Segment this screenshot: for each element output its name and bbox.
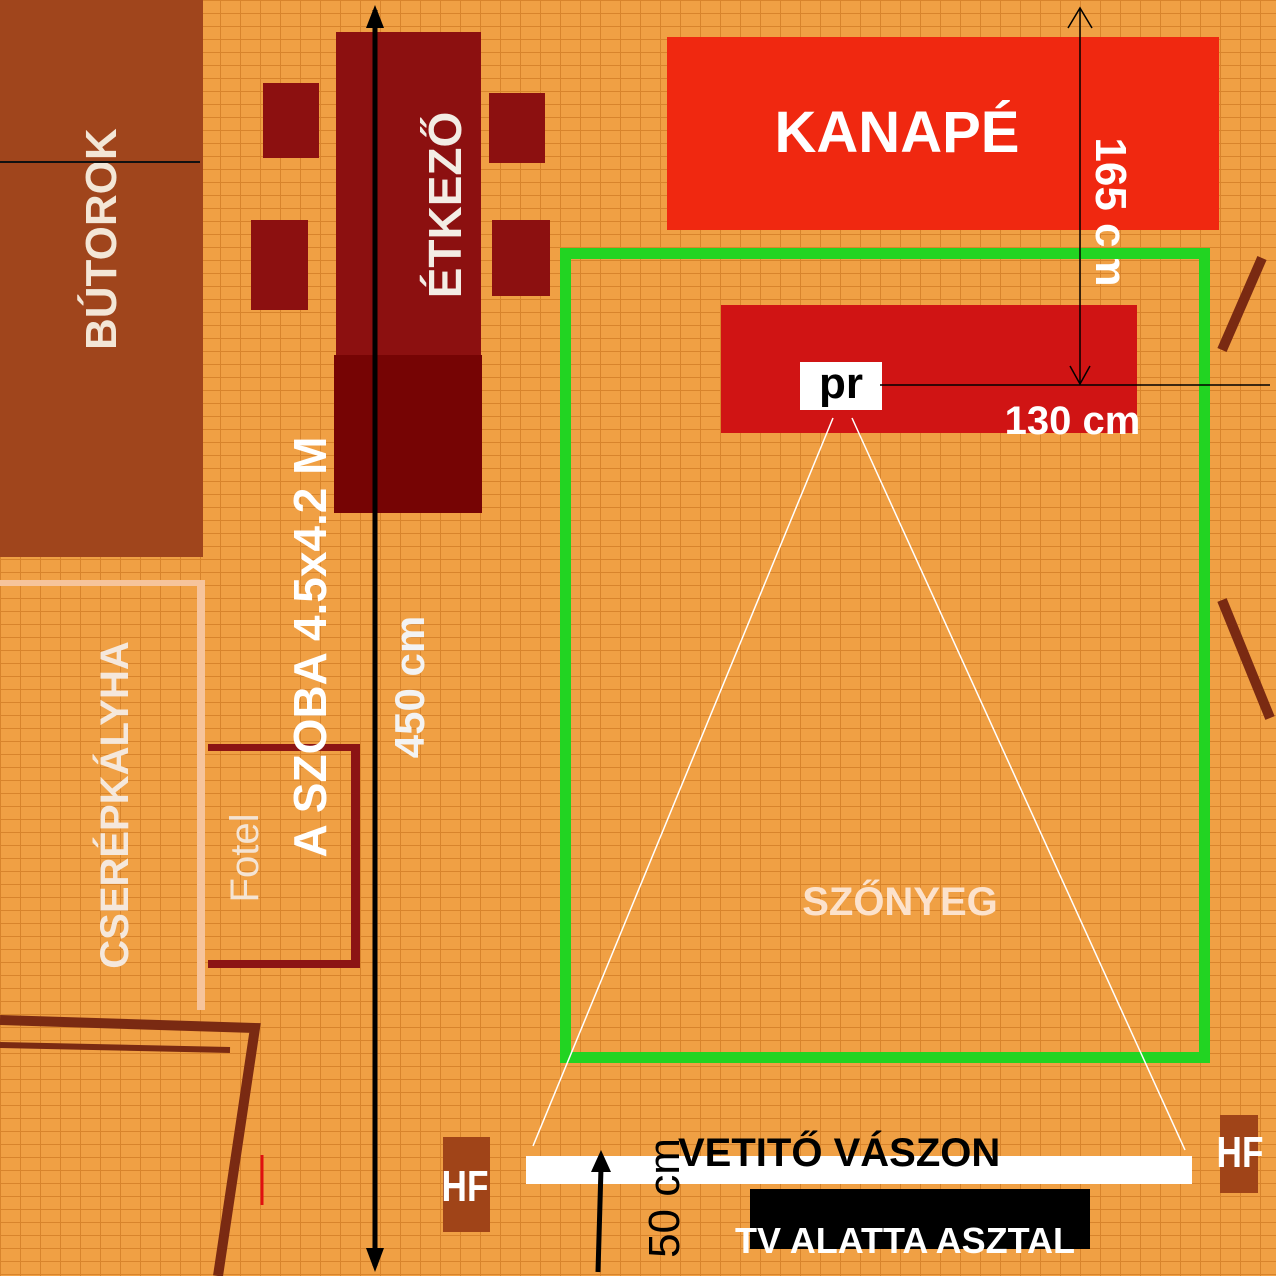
speaker-left (443, 1137, 490, 1232)
sofa-label: KANAPÉ (774, 100, 1020, 165)
speaker-left-label: HF (441, 1162, 489, 1211)
tiled-stove (0, 580, 205, 1010)
sofa (667, 37, 1219, 230)
projector: pr (800, 362, 882, 410)
dining-chair (251, 220, 308, 310)
dining-chair (263, 83, 319, 158)
projection-beam-left (532, 417, 834, 1147)
armchair (208, 744, 360, 968)
furniture-cabinet (0, 0, 203, 557)
arrow-head-top (366, 5, 384, 28)
tv-table (750, 1189, 1090, 1249)
projection-screen-label: VETITŐ VÁSZON (678, 1131, 1001, 1175)
projector-offset-label: 130 cm (1004, 399, 1141, 443)
door-right-upper (1217, 256, 1267, 352)
arrow-head-bottom (366, 1248, 384, 1272)
dining-chair (489, 93, 545, 163)
projection-screen (526, 1156, 1192, 1184)
door-right-lower (1217, 598, 1275, 720)
dining-chair (492, 220, 550, 296)
arrow-tick-bottom (1069, 365, 1091, 386)
arrow-tick-top (1067, 6, 1093, 29)
door-left-inner (0, 1042, 231, 1053)
screen-arrow-head (591, 1150, 611, 1172)
tv-table-label: TV ALATTA ASZTAL (735, 1220, 1075, 1261)
rug-label: SZŐNYEG (802, 880, 998, 924)
projection-beam-right (851, 417, 1186, 1151)
projector-shelf (721, 305, 1137, 433)
door-left (0, 1015, 261, 1276)
speaker-right-label: HF (1216, 1128, 1264, 1177)
dining-table-end (334, 355, 482, 513)
speaker-right (1220, 1115, 1258, 1193)
rug (560, 248, 1210, 1063)
screen-height-arrow (595, 1167, 604, 1273)
